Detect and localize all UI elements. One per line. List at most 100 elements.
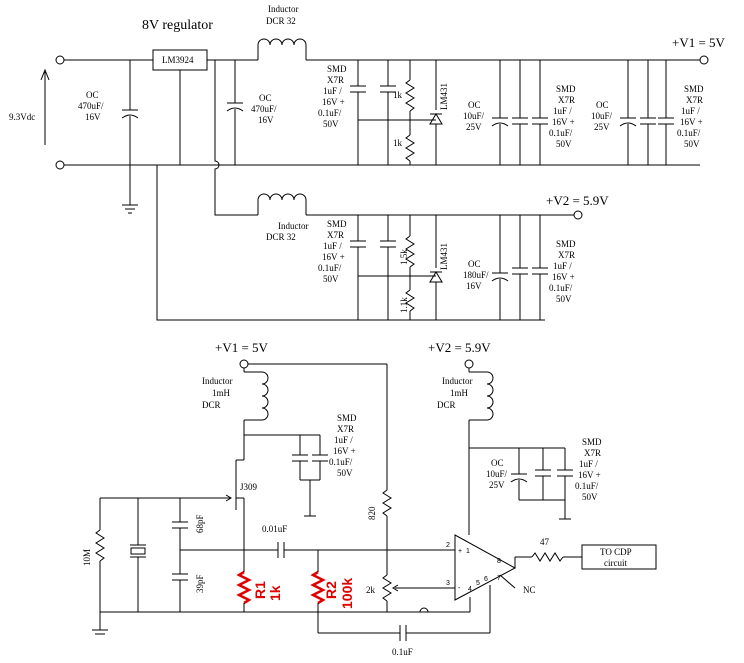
- reg-cap: [226, 60, 244, 165]
- r2-value: 100k: [339, 578, 355, 609]
- resistor-r1: [236, 570, 252, 605]
- svg-text:1uF /: 1uF /: [323, 241, 342, 251]
- svg-text:16V +: 16V +: [552, 272, 575, 282]
- svg-text:OC: OC: [468, 100, 481, 110]
- smd-cap-group-4: [350, 215, 396, 320]
- svg-text:0.1uF/: 0.1uF/: [318, 263, 342, 273]
- smd-cap-group-6: [292, 435, 328, 517]
- inductor-top-coil: [257, 38, 307, 46]
- resistor-r2: [310, 570, 326, 605]
- opamp-pin4: 4: [468, 586, 472, 593]
- svg-text:50V: 50V: [684, 139, 700, 149]
- svg-text:SMD: SMD: [556, 239, 576, 249]
- resistor-1k-b: 1k: [393, 138, 403, 148]
- svg-text:10uF/: 10uF/: [591, 111, 613, 121]
- smd-cap-label-1: SMD X7R 1uF / 16V + 0.1uF/ 50V: [318, 64, 347, 129]
- crystal: [130, 498, 146, 612]
- svg-text:0.1uF/: 0.1uF/: [549, 128, 573, 138]
- inductor-mid-value: DCR 32: [266, 232, 296, 242]
- resistor-47-label: 47: [540, 537, 550, 547]
- op-amp: [454, 534, 517, 601]
- opamp-pin2: 2: [446, 542, 450, 549]
- svg-text:50V: 50V: [556, 139, 572, 149]
- cap-reg-l3: 16V: [258, 115, 274, 125]
- svg-text:X7R: X7R: [327, 75, 344, 85]
- r1-name: R1: [252, 581, 268, 599]
- v1-rail-label-top: +V1 = 5V: [672, 35, 726, 50]
- oc-cap-label-2: OC 10uF/ 25V: [591, 100, 613, 132]
- r1-value: 1k: [267, 585, 283, 601]
- inductor-bottom-left-label: Inductor 1mH DCR: [202, 376, 233, 410]
- smd-cap-group-2: [512, 60, 548, 165]
- svg-text:25V: 25V: [466, 122, 482, 132]
- divider-mid: [405, 215, 415, 320]
- svg-text:50V: 50V: [556, 294, 572, 304]
- svg-text:50V: 50V: [323, 119, 339, 129]
- svg-text:16V: 16V: [466, 281, 482, 291]
- svg-text:DCR: DCR: [202, 400, 221, 410]
- oc-cap-3: [491, 215, 509, 320]
- jfet-j309: [180, 459, 245, 550]
- opamp-nc-label: NC: [523, 585, 536, 595]
- svg-text:OC: OC: [596, 100, 609, 110]
- svg-text:0.1uF/: 0.1uF/: [329, 457, 353, 467]
- regulator-ic-label: LM3924: [162, 55, 194, 65]
- v2-rail-label-top: +V2 = 5.9V: [546, 193, 609, 208]
- resistor-1k-a: 1k: [393, 90, 403, 100]
- opamp-pin7: 7: [497, 575, 501, 582]
- input-cap: [121, 60, 139, 214]
- resistor-47: [531, 552, 564, 562]
- svg-text:SMD: SMD: [327, 219, 347, 229]
- input-voltage-label: 9.3Vdc: [9, 112, 35, 122]
- regulator-title: 8V regulator: [142, 18, 213, 33]
- output-box: [581, 544, 657, 570]
- jfet-label: J309: [240, 482, 258, 492]
- svg-text:10uF/: 10uF/: [463, 111, 485, 121]
- shunt-regulator-mid: [429, 215, 443, 320]
- inductor-mid-coil: [257, 193, 307, 215]
- smd-cap-group-1: [350, 60, 396, 165]
- inductor-mid-name: Inductor: [278, 221, 309, 231]
- cap-39pf-label: 39pF: [195, 574, 205, 593]
- shunt-mid-label: LM431: [439, 243, 449, 270]
- svg-text:X7R: X7R: [558, 95, 575, 105]
- svg-text:1uF /: 1uF /: [579, 459, 598, 469]
- divider-top: [405, 60, 415, 165]
- cap-68pf-label: 68pF: [195, 514, 205, 533]
- svg-text:SMD: SMD: [582, 437, 602, 447]
- resistor-1-1k: 1.1k: [399, 297, 409, 313]
- svg-text:0.1uF/: 0.1uF/: [318, 108, 342, 118]
- svg-text:DCR: DCR: [437, 400, 456, 410]
- resistor-2k-label: 2k: [366, 585, 376, 595]
- svg-text:180uF/: 180uF/: [463, 270, 489, 280]
- r2-name: R2: [323, 581, 339, 599]
- resistor-820-label: 820: [367, 506, 377, 520]
- oc-cap-2: [619, 60, 637, 165]
- svg-text:0.1uF/: 0.1uF/: [677, 128, 701, 138]
- v2-terminal-bottom: [464, 359, 474, 369]
- inductor-top-value: DCR 32: [266, 16, 296, 26]
- shunt-top-label: LM431: [439, 83, 449, 110]
- svg-text:Inductor: Inductor: [202, 376, 233, 386]
- svg-text:25V: 25V: [489, 480, 505, 490]
- oc-cap-label-3: OC 180uF/ 16V: [463, 259, 489, 291]
- smd-cap-label-6: SMD X7R 1uF / 16V + 0.1uF/ 50V: [329, 413, 357, 478]
- svg-text:50V: 50V: [323, 274, 339, 284]
- svg-text:0.1uF/: 0.1uF/: [549, 283, 573, 293]
- opamp-minus: -: [458, 585, 461, 592]
- svg-text:16V +: 16V +: [680, 117, 703, 127]
- svg-text:1uF /: 1uF /: [553, 106, 572, 116]
- svg-text:50V: 50V: [582, 492, 598, 502]
- oc-cap-label-4: OC 10uF/ 25V: [486, 458, 508, 490]
- v1-terminal-top: [699, 55, 709, 65]
- svg-text:25V: 25V: [594, 122, 610, 132]
- input-terminal-bottom: [55, 160, 65, 170]
- svg-text:16V +: 16V +: [333, 446, 356, 456]
- svg-text:1mH: 1mH: [450, 388, 469, 398]
- opamp-plus: +: [458, 548, 462, 555]
- inductor-top-name: Inductor: [268, 4, 299, 14]
- svg-text:SMD: SMD: [337, 413, 357, 423]
- smd-cap-label-5: SMD X7R 1uF / 16V + 0.1uF/ 50V: [549, 239, 576, 304]
- svg-text:1mH: 1mH: [212, 388, 231, 398]
- smd-cap-group-3: [640, 60, 674, 165]
